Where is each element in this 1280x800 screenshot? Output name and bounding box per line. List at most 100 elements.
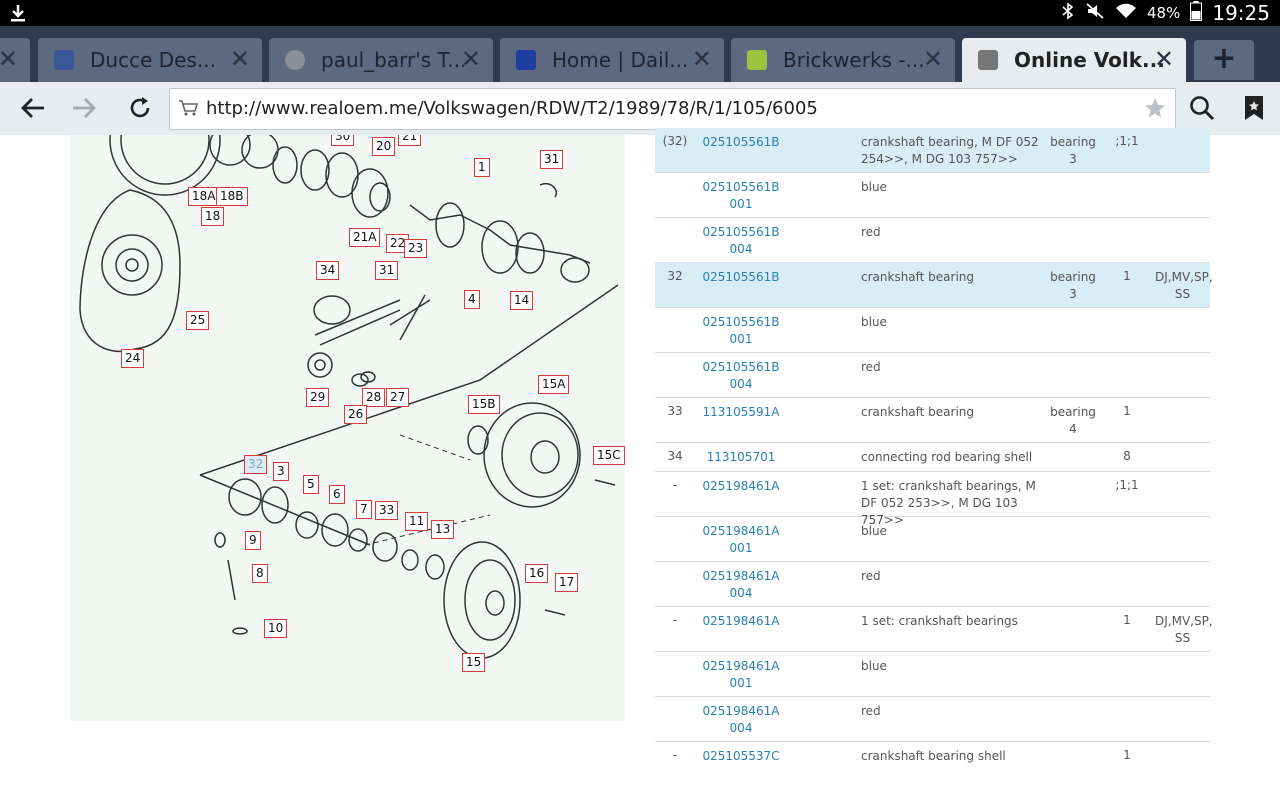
parts-diagram: 30 21 20 1 31 18A 18B 18 21A 22 23 34 31… <box>70 135 625 721</box>
diagram-callout[interactable]: 23 <box>404 239 428 258</box>
part-number-link[interactable]: 025105561B <box>702 270 780 284</box>
diagram-callout[interactable]: 15A <box>538 375 570 394</box>
diagram-callout[interactable]: 31 <box>540 150 564 169</box>
diagram-callout[interactable]: 7 <box>356 500 372 519</box>
diagram-callout[interactable]: 1 <box>474 158 490 177</box>
diagram-callout[interactable]: 16 <box>525 564 549 583</box>
remark-cell: bearing 3 <box>1050 270 1096 301</box>
diagram-callout[interactable]: 27 <box>386 388 410 407</box>
diagram-callout[interactable]: 22 <box>386 234 410 253</box>
part-number-link[interactable]: 025198461A <box>702 614 780 628</box>
diagram-callout[interactable]: 21 <box>398 135 422 146</box>
diagram-callout[interactable]: 30 <box>331 135 355 146</box>
table-row[interactable]: - 025198461A 1 set: crankshaft bearings … <box>655 607 1213 652</box>
diagram-callout[interactable]: 10 <box>264 619 288 638</box>
star-icon[interactable] <box>1143 96 1167 124</box>
back-button[interactable] <box>13 88 53 128</box>
diagram-callout[interactable]: 34 <box>316 261 340 280</box>
browser-toolbar: http://www.realoem.me/Volkswagen/RDW/T2/… <box>0 82 1280 136</box>
diagram-callout[interactable]: 18B <box>216 187 248 206</box>
diagram-callout[interactable]: 28 <box>362 388 386 407</box>
part-number-link[interactable]: 113105591A <box>702 405 780 419</box>
status-bar: 48% 19:25 <box>0 0 1280 26</box>
bookmarks-button[interactable] <box>1234 88 1274 128</box>
part-number-link[interactable]: 025198461A 001 <box>702 659 780 690</box>
search-button[interactable] <box>1182 88 1222 128</box>
table-row[interactable]: 025105561B 004 red <box>655 353 1210 398</box>
table-row[interactable]: - 025105537C crankshaft bearing shell 1 <box>655 742 1210 772</box>
diagram-callout[interactable]: 29 <box>306 388 330 407</box>
arrow-left-icon <box>21 98 44 118</box>
part-number-link[interactable]: 025105561B 004 <box>702 360 780 391</box>
globe-icon <box>285 50 305 70</box>
description-cell: blue <box>861 315 887 329</box>
close-icon[interactable]: ✕ <box>229 45 250 73</box>
tab-brickwerks[interactable]: Brickwerks -... ✕ <box>731 38 955 82</box>
table-row[interactable]: 33 113105591A crankshaft bearing bearing… <box>655 398 1210 443</box>
close-icon[interactable]: ✕ <box>1153 45 1174 73</box>
close-icon[interactable]: ✕ <box>691 45 712 73</box>
diagram-callout[interactable]: 25 <box>186 311 210 330</box>
diagram-callout[interactable]: 9 <box>245 531 261 550</box>
diagram-callout[interactable]: 21A <box>349 228 381 247</box>
close-icon[interactable]: ✕ <box>922 45 943 73</box>
url-bar[interactable]: http://www.realoem.me/Volkswagen/RDW/T2/… <box>169 88 1176 130</box>
diagram-callout[interactable]: 6 <box>329 485 345 504</box>
diagram-callout[interactable]: 24 <box>121 349 145 368</box>
forward-button[interactable] <box>64 88 104 128</box>
reload-button[interactable] <box>120 88 160 128</box>
table-row[interactable]: 025198461A 004 red <box>655 697 1210 742</box>
diagram-callout[interactable]: 15C <box>593 446 625 465</box>
description-cell: crankshaft bearing <box>861 270 975 284</box>
diagram-callout[interactable]: 15 <box>462 653 486 672</box>
part-number-link[interactable]: 025105537C <box>702 749 780 763</box>
close-icon[interactable]: ✕ <box>460 45 481 73</box>
remark-cell: bearing 3 <box>1050 135 1096 166</box>
diagram-callout[interactable]: 5 <box>303 475 319 494</box>
tab-paul-barr[interactable]: paul_barr's T... ✕ <box>269 38 493 82</box>
diagram-callout[interactable]: 18A <box>188 187 220 206</box>
diagram-callout[interactable]: 18 <box>201 207 225 226</box>
table-row[interactable]: 025105561B 004 red <box>655 218 1210 263</box>
new-tab-button[interactable]: + <box>1194 40 1254 80</box>
diagram-callout[interactable]: 17 <box>555 573 579 592</box>
diagram-callout[interactable]: 3 <box>273 462 289 481</box>
table-row[interactable]: 025105561B 001 blue <box>655 308 1210 353</box>
part-number-link[interactable]: 025198461A 004 <box>702 569 780 600</box>
diagram-callout[interactable]: 13 <box>431 520 455 539</box>
tab-dailymotion[interactable]: Home | Dail... ✕ <box>500 38 724 82</box>
tab-overflow[interactable]: ✕ <box>0 38 30 82</box>
table-row[interactable]: 025105561B 001 blue <box>655 173 1210 218</box>
table-row[interactable]: 025198461A 001 blue <box>655 517 1210 562</box>
diagram-callout-selected[interactable]: 32 <box>244 455 268 474</box>
part-number-link[interactable]: 025105561B 004 <box>702 225 780 256</box>
bookmark-icon <box>1245 96 1263 120</box>
table-row[interactable]: 025198461A 004 red <box>655 562 1210 607</box>
part-number-link[interactable]: 025105561B 001 <box>702 180 780 211</box>
diagram-callout[interactable]: 31 <box>375 261 399 280</box>
part-number-link[interactable]: 025105561B <box>702 135 780 149</box>
table-row[interactable]: - 025198461A 1 set: crankshaft bearings,… <box>655 472 1210 527</box>
diagram-callout[interactable]: 4 <box>464 290 480 309</box>
diagram-callout[interactable]: 8 <box>252 564 268 583</box>
table-row[interactable]: 32 025105561B crankshaft bearing bearing… <box>655 263 1213 308</box>
diagram-callout[interactable]: 26 <box>344 405 368 424</box>
part-number-link[interactable]: 025105561B 001 <box>702 315 780 346</box>
tab-facebook[interactable]: Ducce Des... ✕ <box>38 38 262 82</box>
diagram-callout[interactable]: 11 <box>405 512 429 531</box>
tab-online-volkswagen[interactable]: Online Volk... ✕ <box>962 38 1186 82</box>
table-row[interactable]: 025198461A 001 blue <box>655 652 1210 697</box>
diagram-callout[interactable]: 15B <box>468 395 500 414</box>
part-number-link[interactable]: 113105701 <box>706 450 776 464</box>
close-icon[interactable]: ✕ <box>0 45 18 73</box>
part-number-link[interactable]: 025198461A 004 <box>702 704 780 735</box>
battery-level: 48% <box>1147 4 1181 22</box>
table-row[interactable]: 34 113105701 connecting rod bearing shel… <box>655 443 1210 472</box>
description-cell: crankshaft bearing <box>861 405 975 419</box>
diagram-callout[interactable]: 14 <box>510 291 534 310</box>
part-number-link[interactable]: 025198461A <box>702 479 780 493</box>
part-number-link[interactable]: 025198461A 001 <box>702 524 780 555</box>
diagram-callout[interactable]: 33 <box>375 501 399 520</box>
diagram-callout[interactable]: 20 <box>372 137 396 156</box>
table-row[interactable]: (32) 025105561B crankshaft bearing, M DF… <box>655 128 1210 173</box>
